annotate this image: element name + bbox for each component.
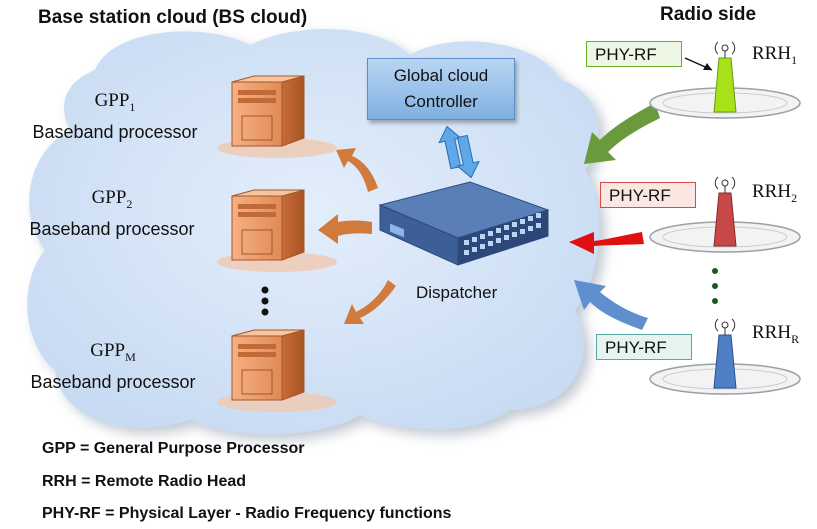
rrh-2-subscript: 2 — [791, 190, 798, 205]
gpp-m-subscript: M — [125, 349, 136, 364]
gpp-m-name: GPP — [90, 340, 126, 361]
phy-rf-box-2: PHY-RF — [600, 182, 696, 208]
dispatcher-switch-icon — [378, 181, 550, 266]
rrh-2-name: RRH — [752, 181, 792, 202]
gpp-ellipsis-dots — [261, 286, 269, 316]
rrh-r-label: RRHR — [752, 322, 799, 347]
rrh-r-tower — [649, 318, 801, 395]
legend-gpp: GPP = General Purpose Processor — [42, 440, 305, 457]
rrh-2-tower — [649, 176, 801, 253]
bs-cloud-title: Base station cloud (BS cloud) — [38, 7, 308, 28]
rrh-1-tower — [649, 41, 801, 119]
gpp-1-label: GPP1 Baseband processor — [10, 88, 220, 145]
gpp-2-name: GPP — [91, 187, 127, 208]
gpp-server-2 — [217, 189, 337, 272]
rrh-r-name: RRH — [752, 322, 792, 343]
gpp-2-subscript: 2 — [126, 196, 133, 211]
phy-rf-box-r: PHY-RF — [596, 334, 692, 360]
gpp-m-desc: Baseband processor — [30, 371, 196, 392]
gpp-m-label: GPPM Baseband processor — [6, 338, 220, 395]
gpp-1-desc: Baseband processor — [32, 121, 198, 142]
rrh-2-label: RRH2 — [752, 181, 797, 206]
dispatch-to-gpp-arrows — [318, 148, 396, 324]
gpp-server-1 — [217, 75, 337, 158]
phy-rf-pointer-arrow — [684, 57, 713, 71]
controller-line-1: Global cloud — [393, 66, 489, 85]
gpp-1-subscript: 1 — [129, 99, 136, 114]
rrh-r-subscript: R — [791, 331, 800, 346]
rrh-ellipsis-dots — [712, 268, 718, 304]
gpp-server-m — [217, 329, 337, 412]
rrh-1-subscript: 1 — [791, 52, 798, 67]
rrh-1-name: RRH — [752, 43, 792, 64]
controller-line-2: Controller — [404, 92, 478, 111]
dispatcher-label: Dispatcher — [416, 283, 498, 302]
phy-rf-box-1: PHY-RF — [586, 41, 682, 67]
gpp-1-name: GPP — [94, 90, 130, 111]
legend-rrh: RRH = Remote Radio Head — [42, 473, 247, 490]
gpp-2-desc: Baseband processor — [29, 218, 195, 239]
global-cloud-controller: Global cloud Controller — [367, 58, 515, 120]
legend-phy-rf: PHY-RF = Physical Layer - Radio Frequenc… — [42, 505, 452, 522]
radio-side-title: Radio side — [660, 4, 757, 25]
gpp-2-label: GPP2 Baseband processor — [4, 185, 220, 242]
rrh-1-label: RRH1 — [752, 43, 797, 68]
controller-link-arrows — [438, 125, 480, 179]
rrh-uplink-arrows — [569, 103, 660, 330]
